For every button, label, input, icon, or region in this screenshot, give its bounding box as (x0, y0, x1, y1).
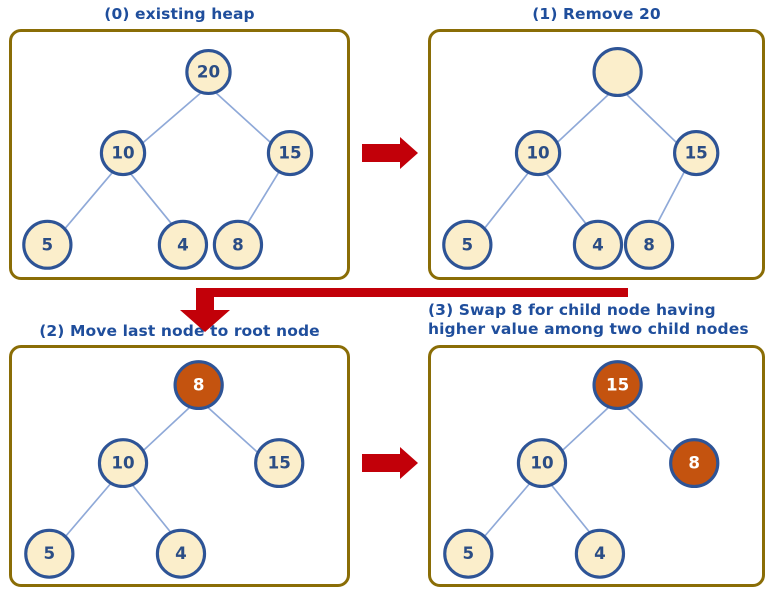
panel-1-tree: 10 15 5 4 8 (442, 47, 720, 270)
panel-1-node-leaf-3: 8 (623, 219, 675, 270)
panel-0-node-leaf-3: 8 (212, 219, 264, 270)
node-value: 10 (111, 454, 134, 473)
panel-1-node-leaf-1: 5 (442, 219, 493, 270)
node-value: 15 (606, 376, 629, 395)
panel-2-tree: 8 10 15 5 4 (24, 360, 305, 579)
node-value: 4 (592, 235, 604, 254)
panel-2-move-last-node: 8 10 15 5 4 (9, 345, 350, 587)
panel-0-node-right: 15 (266, 130, 314, 177)
node-value: 8 (688, 454, 700, 473)
node-value: 8 (232, 235, 244, 254)
node-value: 4 (177, 235, 189, 254)
panel-2-node-left: 10 (97, 438, 149, 489)
node-value: 10 (111, 144, 134, 163)
panel-2-node-root: 8 (173, 360, 224, 411)
panel-3-tree: 15 10 8 5 4 (443, 360, 720, 579)
panel-1-node-right: 15 (673, 130, 720, 177)
panel-0-node-left: 10 (99, 130, 147, 177)
panel-0-edges (55, 88, 284, 240)
node-value: 10 (526, 144, 549, 163)
panel-2-edges (57, 401, 270, 546)
node-value: 10 (530, 454, 553, 473)
panel-0-node-root: 20 (185, 48, 232, 96)
panel-2-title: (2) Move last node to root node (39, 322, 320, 340)
panel-1-title: (1) Remove 20 (532, 5, 661, 23)
arrow-right-icon-2-to-3 (362, 447, 418, 479)
panel-0-node-leaf-1: 5 (22, 219, 73, 270)
panel-1-node-left: 10 (514, 130, 562, 177)
node-value: 15 (268, 454, 291, 473)
panel-1-edges (475, 88, 689, 240)
panel-3-node-leaf-1: 5 (443, 528, 494, 579)
node-value: 5 (463, 544, 475, 563)
panel-1-remove-20: 10 15 5 4 8 (428, 29, 765, 280)
panel-3-node-leaf-2: 4 (574, 528, 626, 579)
node-value: 5 (44, 544, 56, 563)
node-value: 5 (462, 235, 474, 254)
panel-3-node-root: 15 (592, 360, 643, 411)
node-value: 5 (42, 235, 54, 254)
node-value: 15 (278, 144, 301, 163)
node-value: 4 (175, 544, 187, 563)
node-value: 20 (197, 63, 220, 82)
arrow-right-icon-0-to-1 (362, 137, 418, 169)
panel-2-node-leaf-1: 5 (24, 528, 75, 579)
panel-3-edges (476, 402, 685, 546)
node-value: 15 (685, 144, 708, 163)
panel-3-swap-node: 15 10 8 5 4 (428, 345, 765, 587)
panel-1-node-root-empty (592, 47, 643, 98)
node-value: 8 (643, 235, 655, 254)
panel-0-tree: 20 10 15 5 4 8 (22, 48, 314, 270)
node-value: 8 (193, 376, 205, 395)
panel-0-title: (0) existing heap (104, 5, 255, 23)
panel-1-node-leaf-2: 4 (572, 219, 624, 270)
panel-0-node-leaf-2: 4 (157, 219, 209, 270)
panel-2-node-leaf-2: 4 (155, 528, 207, 579)
panel-3-node-right: 8 (669, 438, 720, 489)
panel-3-title: (3) Swap 8 for child node having higher … (428, 301, 749, 338)
panel-3-node-left: 10 (516, 438, 568, 489)
panel-0-existing-heap: 20 10 15 5 4 8 (9, 29, 350, 280)
node-value: 4 (594, 544, 606, 563)
panel-2-node-right: 15 (254, 438, 305, 489)
